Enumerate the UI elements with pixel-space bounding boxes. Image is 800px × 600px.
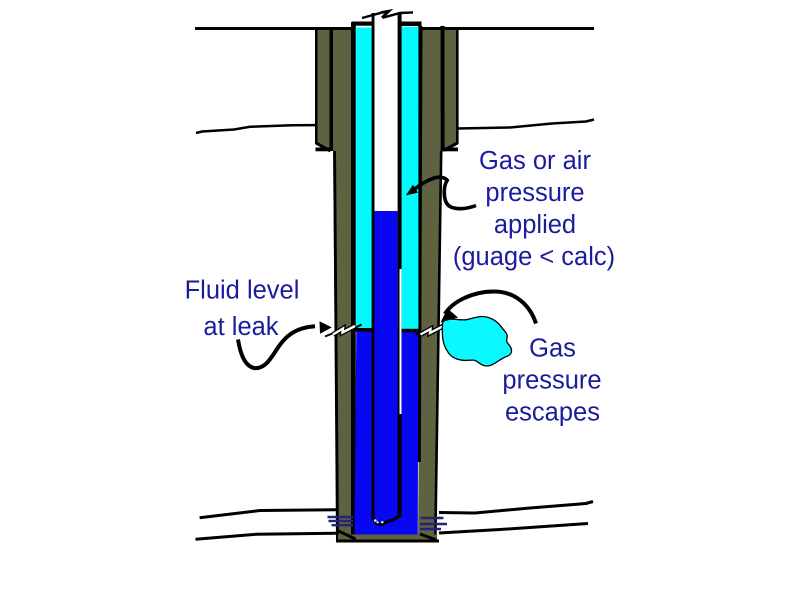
svg-text:Gas or air: Gas or air bbox=[479, 147, 591, 175]
svg-text:Fluid level: Fluid level bbox=[185, 277, 300, 305]
svg-text:pressure: pressure bbox=[502, 367, 601, 395]
svg-text:applied: applied bbox=[494, 211, 576, 239]
svg-text:escapes: escapes bbox=[505, 399, 600, 427]
svg-text:(guage < calc): (guage < calc) bbox=[453, 243, 615, 271]
svg-text:Gas: Gas bbox=[529, 335, 576, 363]
svg-text:at leak: at leak bbox=[203, 313, 278, 341]
svg-text:pressure: pressure bbox=[485, 179, 584, 207]
